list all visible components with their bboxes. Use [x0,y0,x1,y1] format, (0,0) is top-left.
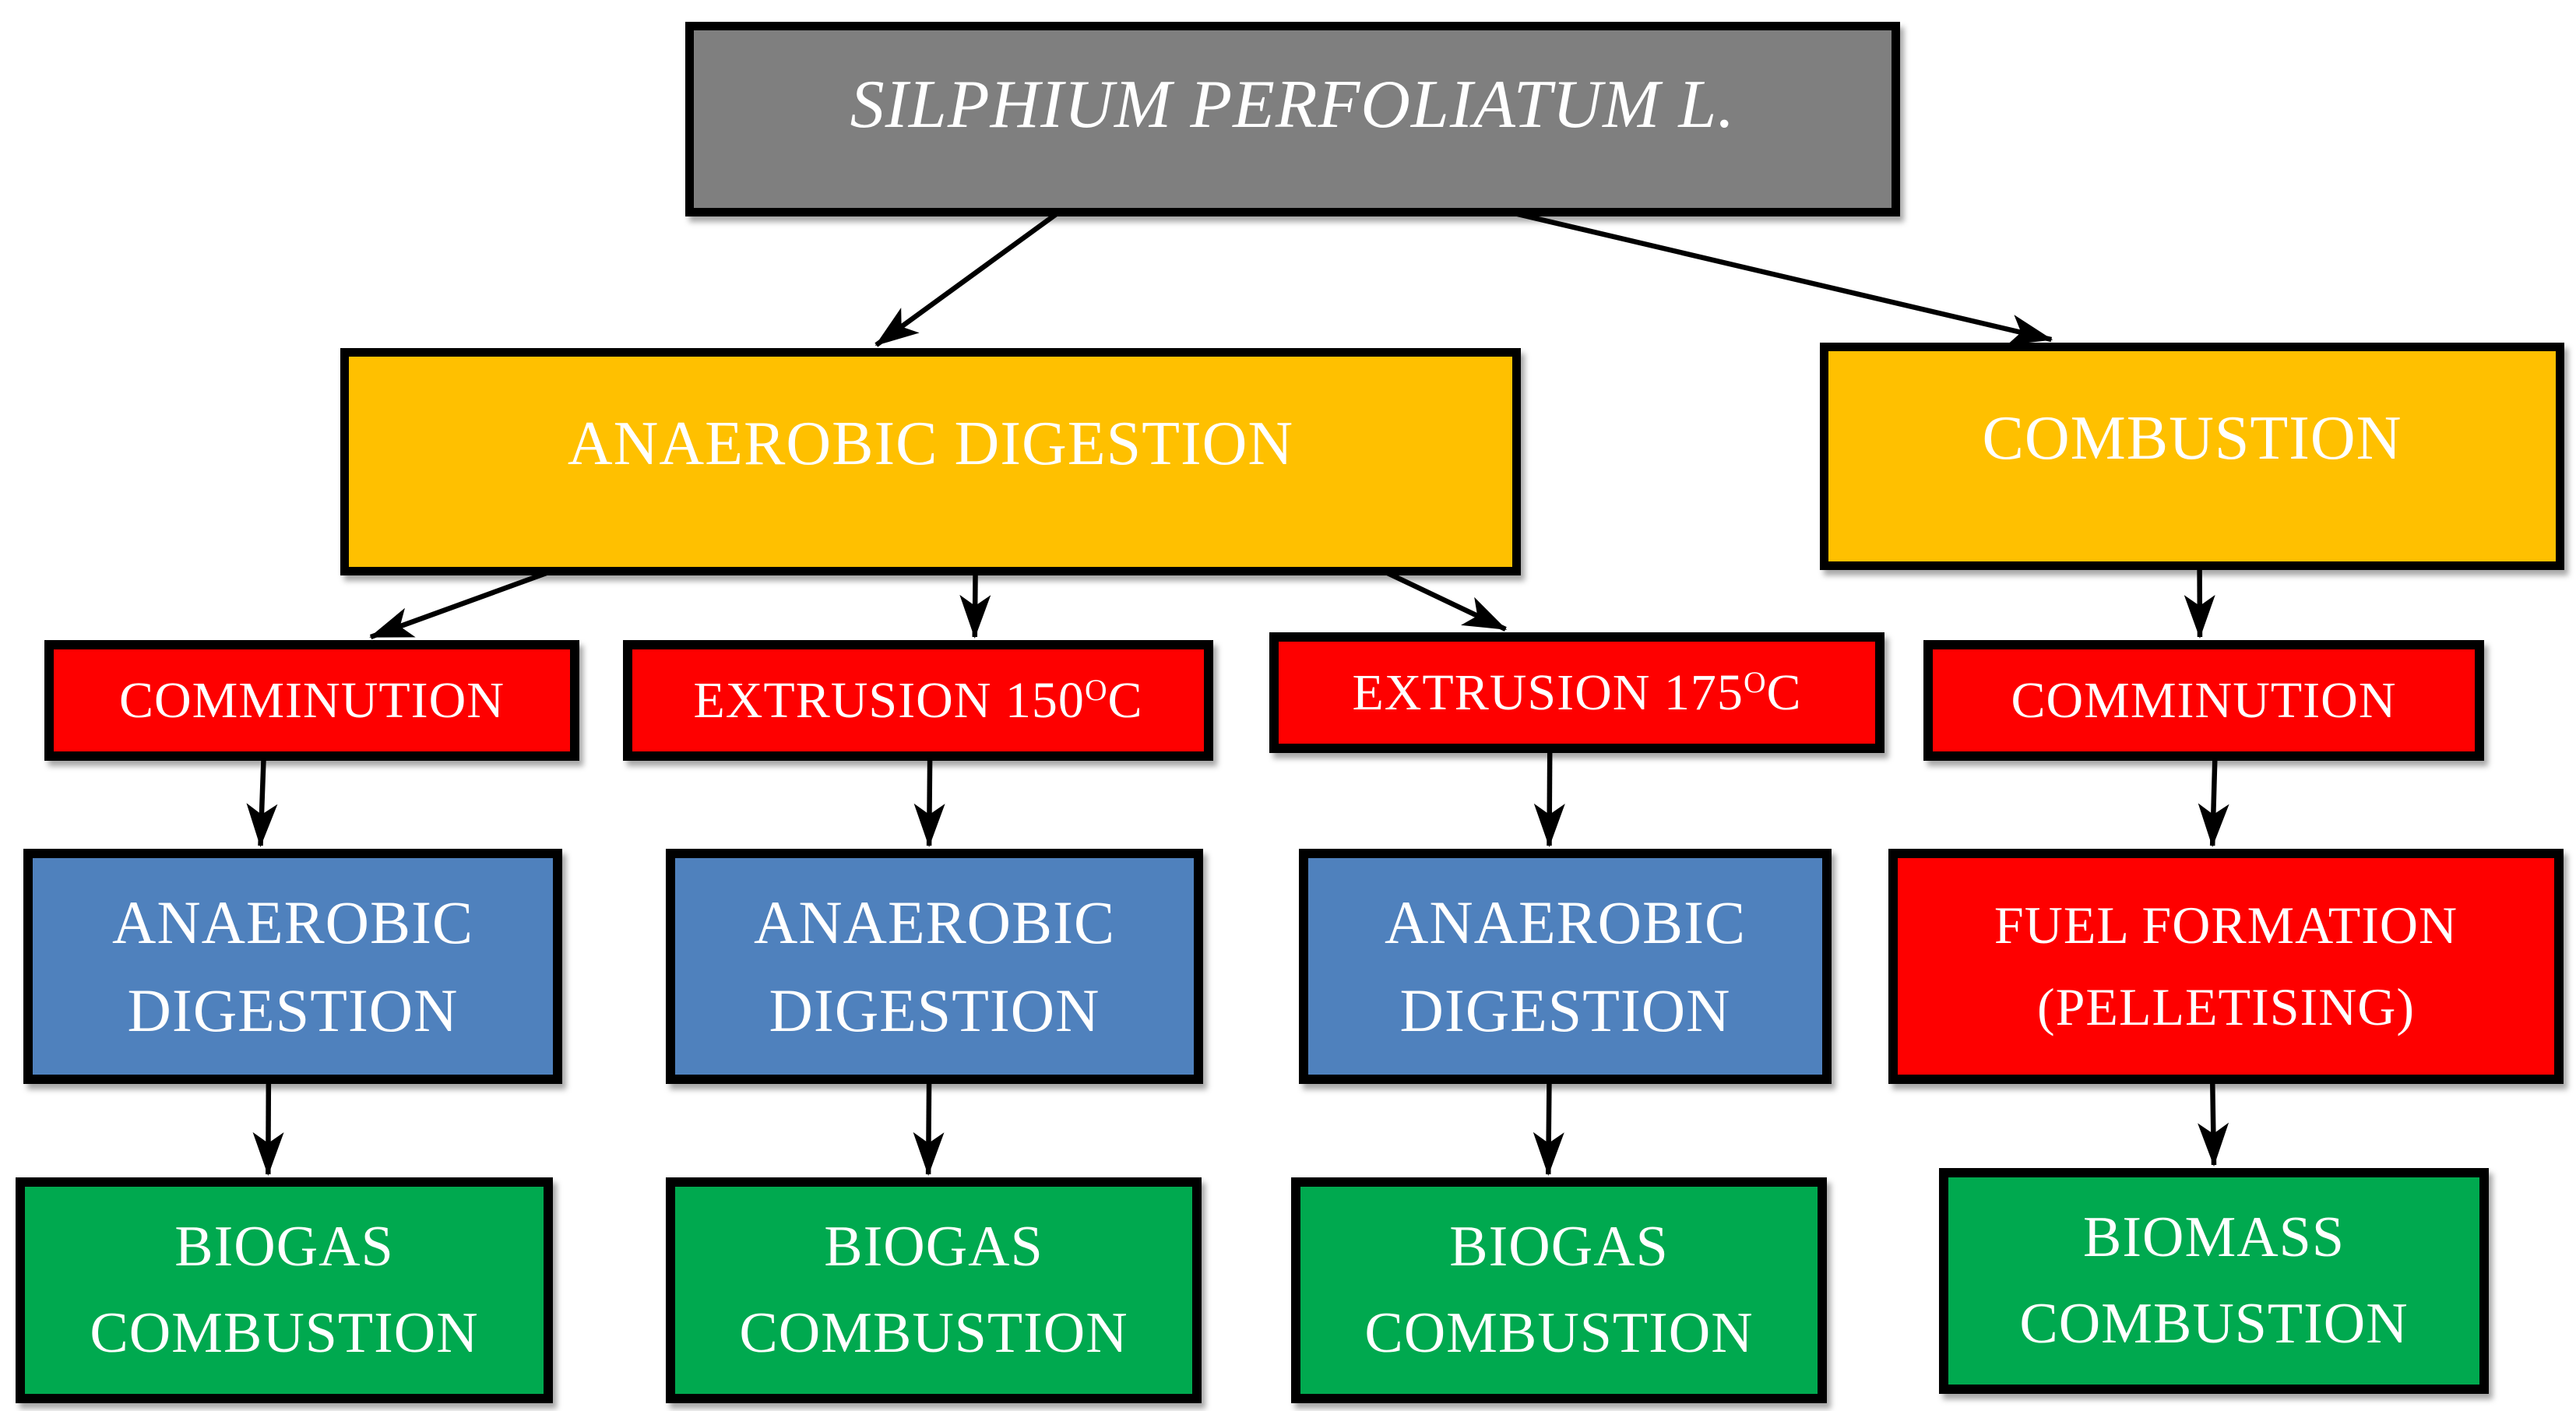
node-biogas-combustion-3: BIOGAS COMBUSTION [1291,1177,1827,1403]
node-biogas-combustion-2: BIOGAS COMBUSTION [666,1177,1202,1403]
node-label-line1: BIOMASS [2083,1205,2345,1269]
node-label: EXTRUSION 175OC [1352,663,1802,721]
arrow-comminution_left-to-ad_sub_1 [246,755,278,847]
arrow-fuel_formation-to-biomass [2198,1078,2229,1166]
node-comminution-left: COMMINUTION [44,640,579,761]
node-label-line1: BIOGAS [1449,1215,1669,1279]
node-label: SILPHIUM PERFOLIATUM L. [850,67,1736,143]
node-anaerobic-digestion-3: ANAEROBIC DIGESTION [1299,849,1832,1084]
arrow-ad_sub_3-to-biogas_3 [1533,1078,1564,1176]
node-biogas-combustion-1: BIOGAS COMBUSTION [16,1177,553,1403]
node-label-line1: FUEL FORMATION [1994,895,2458,955]
node-extrusion-175c: EXTRUSION 175OC [1269,632,1884,753]
node-label: COMBUSTION [1982,404,2402,473]
arrow-root-to-ad_main [875,209,1061,347]
node-fuel-formation-pelletising: FUEL FORMATION (PELLETISING) [1888,849,2564,1084]
node-anaerobic-digestion-2: ANAEROBIC DIGESTION [666,849,1203,1084]
node-label-line1: BIOGAS [824,1215,1043,1279]
node-label-line1: ANAEROBIC [1384,888,1746,956]
node-anaerobic-digestion-main: ANAEROBIC DIGESTION [340,348,1521,575]
arrow-root-to-combustion_main [1507,209,2053,346]
node-extrusion-150c: EXTRUSION 150OC [623,640,1213,761]
node-label: COMMINUTION [119,671,505,729]
node-label: ANAEROBIC DIGESTION [567,410,1294,478]
superscript-o: O [1743,665,1767,700]
node-label-line1: ANAEROBIC [753,888,1115,956]
node-label: EXTRUSION 150OC [693,671,1143,729]
node-label-line2: COMBUSTION [1364,1301,1754,1365]
arrow-ad_sub_1-to-biogas_1 [252,1078,284,1176]
node-label-line2: DIGESTION [127,976,459,1044]
superscript-o: O [1084,673,1108,708]
node-label-line2: COMBUSTION [2019,1292,2409,1356]
arrow-extrusion_175-to-ad_sub_3 [1533,748,1565,847]
arrow-ad_sub_2-to-biogas_2 [913,1078,945,1176]
arrow-ad_main-to-comminution_left [369,568,554,640]
arrow-extrusion_150-to-ad_sub_2 [913,755,945,847]
node-label: COMMINUTION [2011,671,2397,729]
arrow-ad_main-to-extrusion_150 [959,570,991,639]
node-label-line2: COMBUSTION [739,1301,1128,1365]
node-label-line1: ANAEROBIC [111,888,473,956]
node-comminution-right: COMMINUTION [1923,640,2484,761]
node-anaerobic-digestion-1: ANAEROBIC DIGESTION [23,849,562,1084]
arrow-ad_main-to-extrusion_175 [1381,568,1508,632]
node-silphium-perfoliatum: SILPHIUM PERFOLIATUM L. [685,22,1900,216]
node-label-line2: DIGESTION [1399,976,1731,1044]
node-label-line2: DIGESTION [769,976,1100,1044]
node-biomass-combustion: BIOMASS COMBUSTION [1939,1168,2489,1394]
node-label-line1: BIOGAS [174,1215,394,1279]
node-label-line2: (PELLETISING) [2036,977,2416,1036]
arrow-comminution_right-to-fuel_formation [2198,755,2229,847]
node-combustion-main: COMBUSTION [1820,343,2564,570]
node-label-line2: COMBUSTION [90,1301,479,1365]
